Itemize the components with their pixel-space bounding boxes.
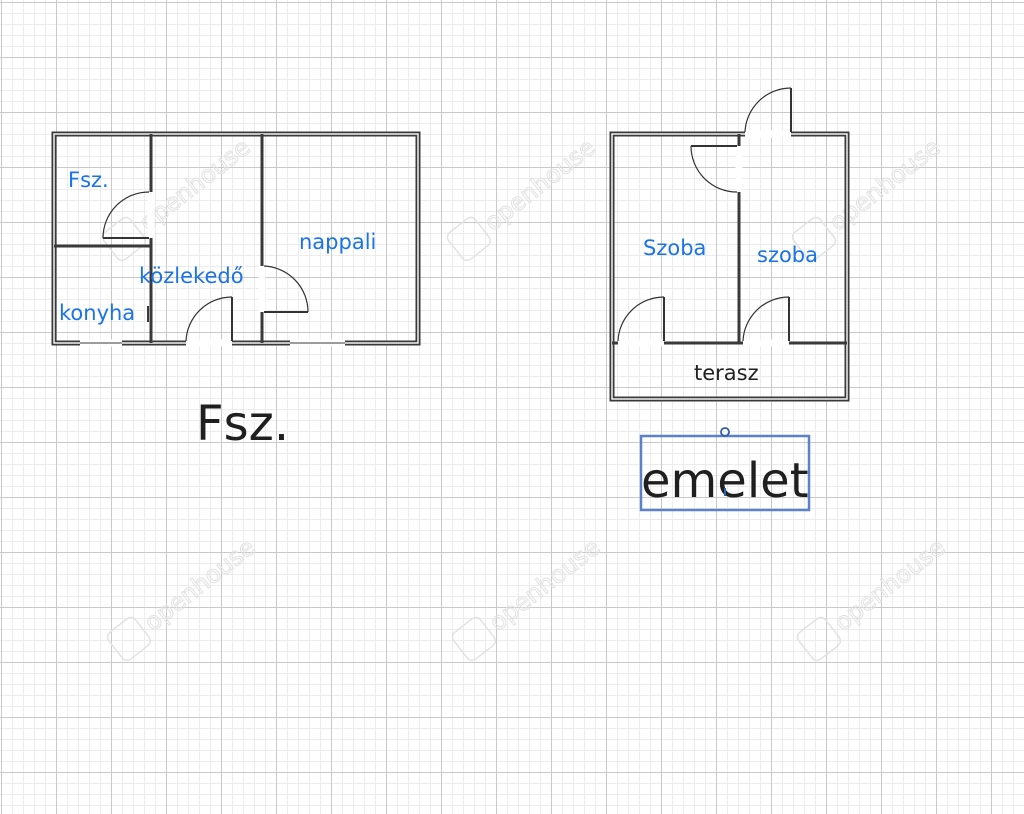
upper-floor-title-selection[interactable]: emelet [639,427,811,512]
door[interactable] [744,87,792,138]
door-swing-arc [742,296,790,342]
door[interactable] [742,296,790,347]
door[interactable] [185,296,233,347]
upper-floor-title[interactable]: emelet [641,453,809,509]
door-swing-arc [102,191,150,239]
watermark-text: openhouse [484,533,605,637]
ground-floor-plan[interactable]: Fsz. közlekedő nappali konyha [51,131,421,347]
watermark-logo-icon [101,216,147,262]
watermark-logo-icon [791,216,837,262]
room-label-konyha[interactable]: konyha [59,301,135,325]
watermark: openhouse [451,533,606,662]
watermark: openhouse [101,133,256,262]
watermark-logo-icon [446,216,492,262]
door-swing-arc [744,87,792,133]
watermark: openhouse [106,533,261,662]
watermark-text: openhouse [824,133,945,237]
door[interactable] [617,296,665,347]
door-swing-arc [617,296,665,342]
ground-floor-wall-line [53,133,419,344]
door[interactable] [258,265,309,313]
room-label-szoba-2[interactable]: szoba [757,243,818,267]
watermark-logo-icon [796,616,842,662]
rotate-handle-icon[interactable] [720,427,730,437]
door[interactable] [102,191,155,239]
room-label-szoba-1[interactable]: Szoba [643,236,706,260]
room-label-kozlekedo[interactable]: közlekedő [139,264,244,288]
watermark: openhouse [796,533,951,662]
door-swing-arc [185,296,233,342]
room-label-nappali[interactable]: nappali [299,230,376,254]
watermark-text: openhouse [139,533,260,637]
watermark-text: openhouse [829,533,950,637]
door-swing-arc [263,265,309,313]
watermark: openhouse [446,133,601,262]
watermark-logo-icon [106,616,152,662]
door-swing-arc [690,145,738,193]
upper-floor-wall-line [611,133,848,400]
watermark-logo-icon [451,616,497,662]
upper-floor-plan[interactable]: Szoba szoba terasz [609,87,850,402]
room-label-terasz[interactable]: terasz [694,361,759,385]
door[interactable] [690,145,743,193]
ground-floor-title[interactable]: Fsz. [196,396,289,452]
room-label-fsz[interactable]: Fsz. [68,168,109,192]
watermark-text: openhouse [479,133,600,237]
